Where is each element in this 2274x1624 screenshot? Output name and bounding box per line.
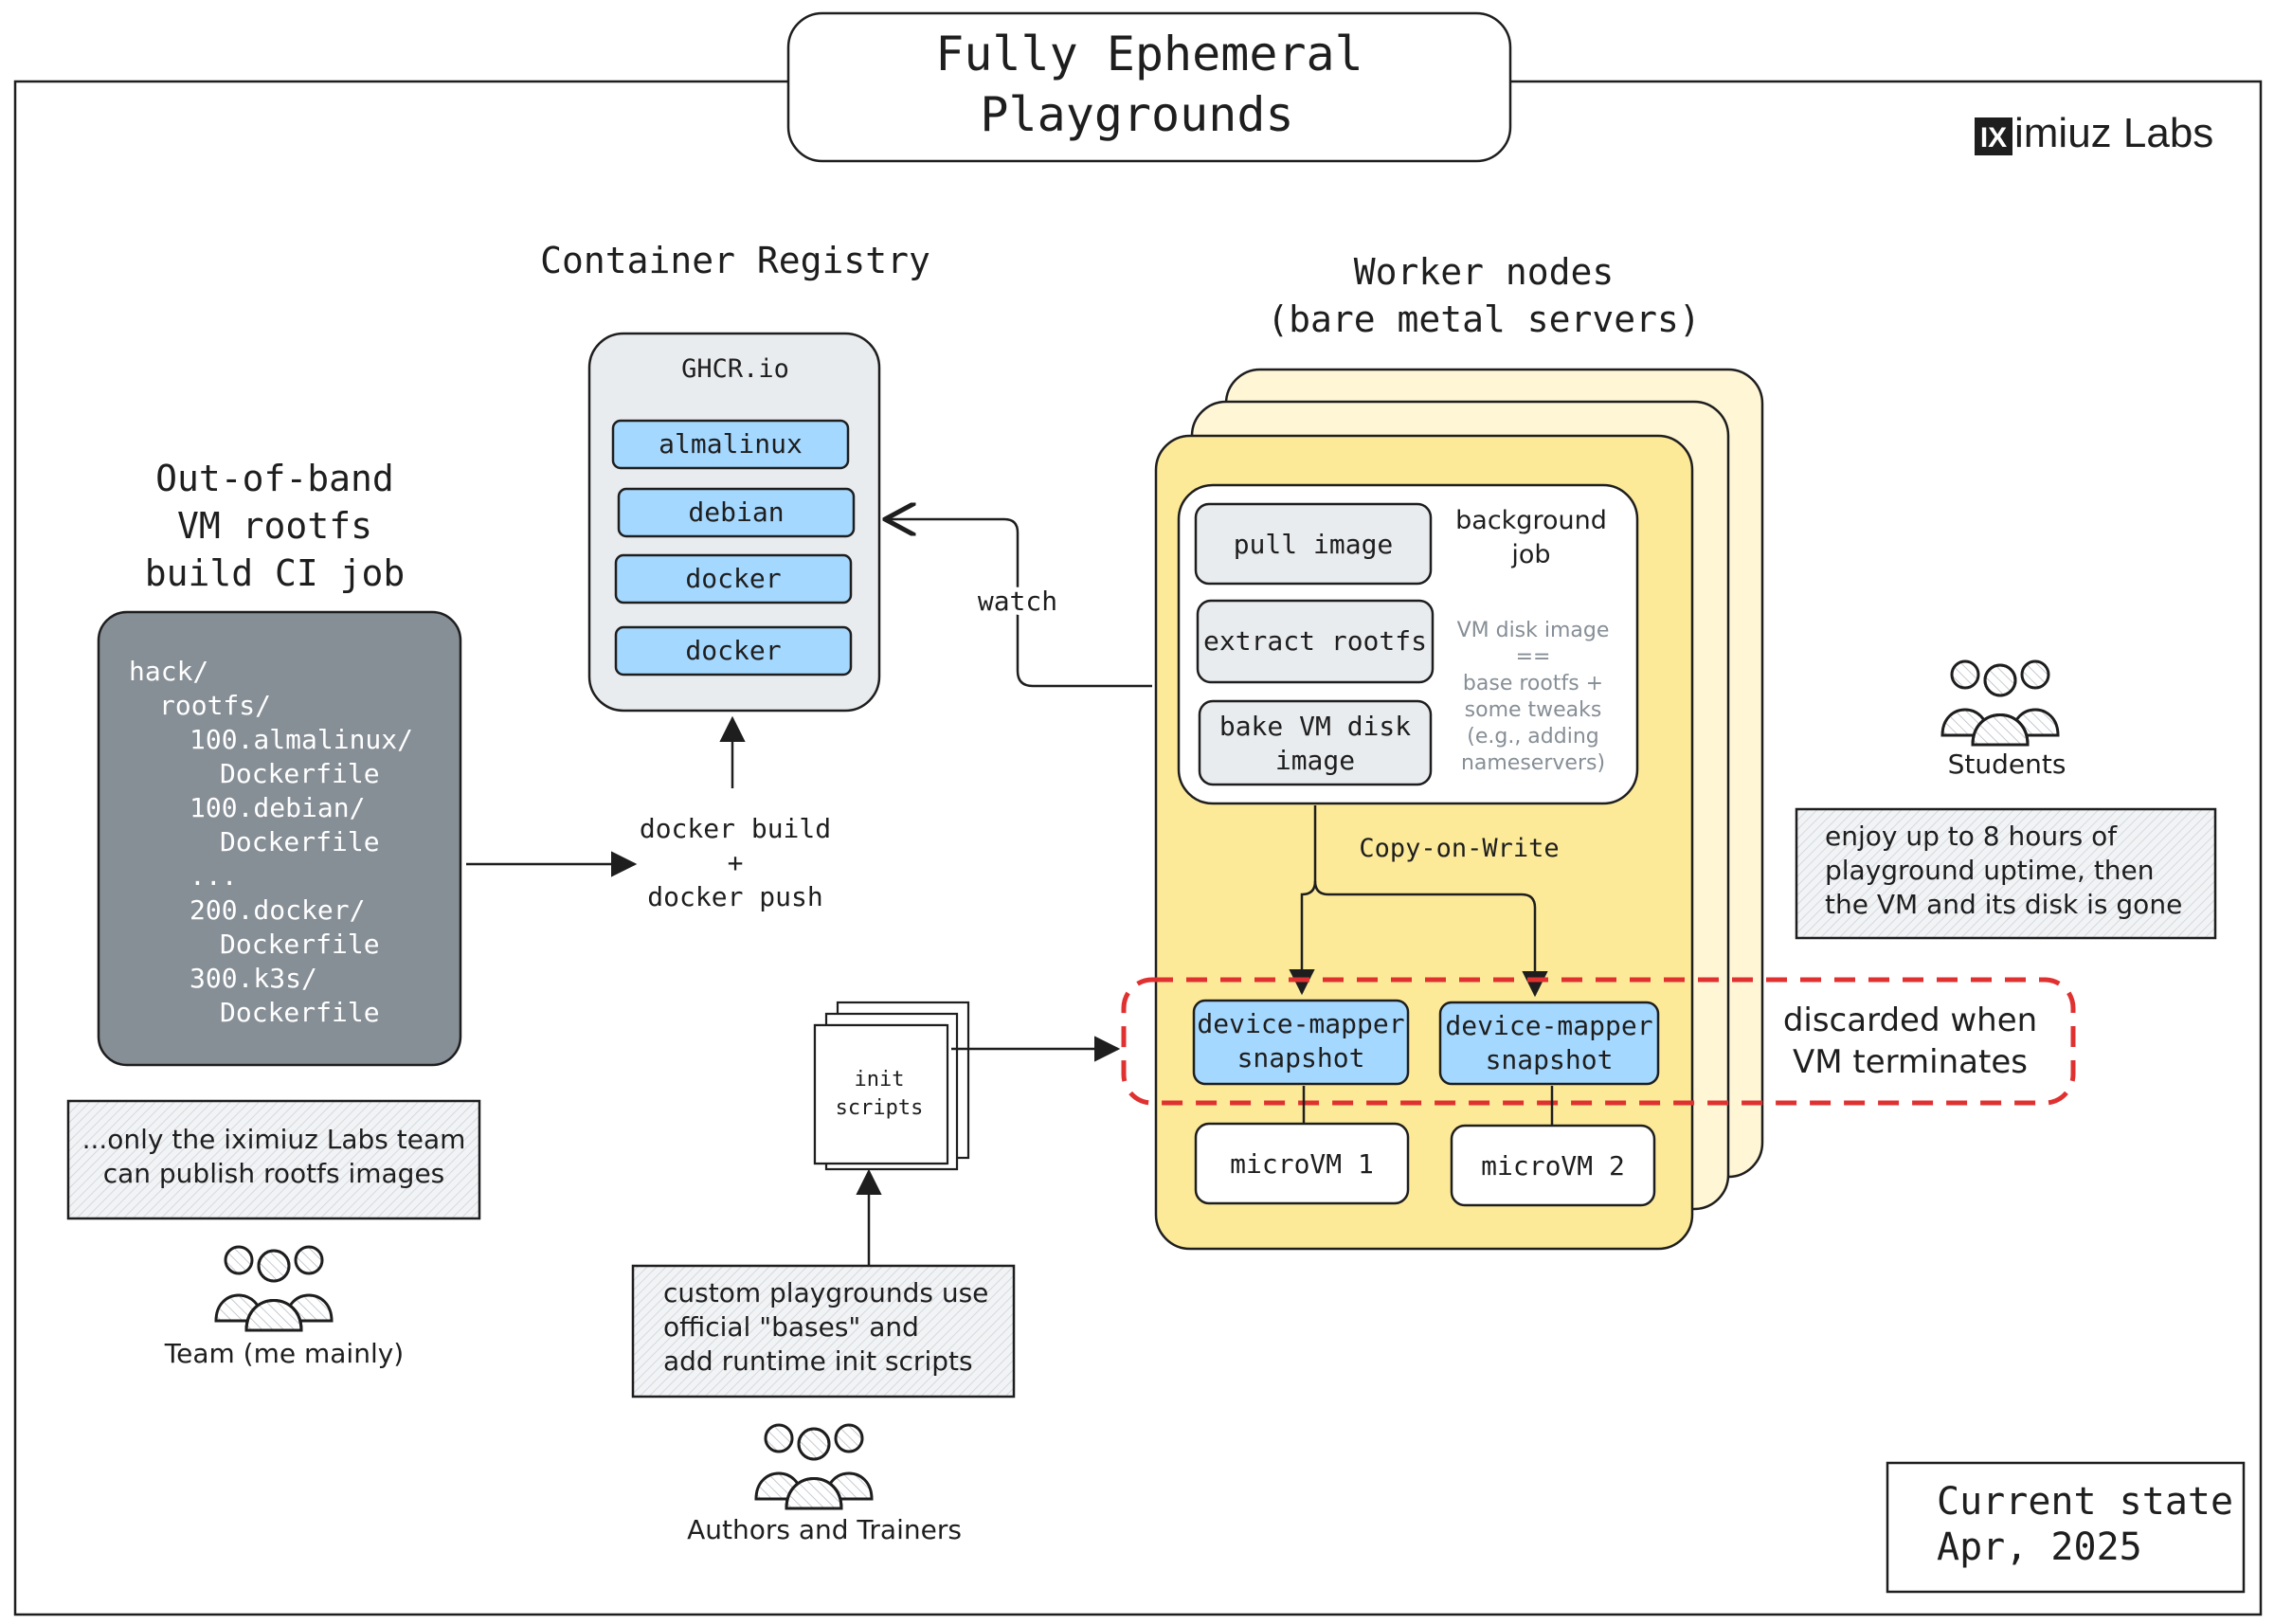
tree-line: Dockerfile (220, 997, 380, 1028)
ci-job-box (97, 610, 462, 1067)
tree-line: Dockerfile (220, 758, 380, 789)
state-label: Current state (1937, 1480, 2233, 1524)
svg-text:scripts: scripts (836, 1096, 924, 1120)
ci-heading-line3: build CI job (145, 552, 406, 594)
discard-label: discarded when (1783, 1001, 2037, 1039)
snapshot-box: device-mapper snapshot (1192, 999, 1410, 1086)
image-item: debian (617, 487, 856, 538)
image-item: almalinux (611, 419, 850, 470)
tree-line: ... (190, 860, 238, 892)
disk-image-note: VM disk image == base rootfs + some twea… (1457, 619, 1610, 775)
init-scripts-docs: init scripts (813, 1001, 970, 1171)
cow-arrow-2 (1313, 880, 1548, 998)
tree-line: 200.docker/ (190, 894, 365, 926)
brand-name: imiuz Labs (2014, 110, 2213, 156)
discard-label-line2: VM terminates (1793, 1043, 2028, 1081)
push-label: docker push (647, 881, 822, 912)
svg-text:pull image: pull image (1234, 529, 1394, 560)
tree-line: Dockerfile (220, 826, 380, 857)
tree-line: Dockerfile (220, 929, 380, 960)
registry-name: GHCR.io (681, 354, 789, 384)
svg-text:init: init (855, 1068, 905, 1092)
ci-heading-line2: VM rootfs (177, 505, 372, 547)
step-pull-image: pull image (1194, 502, 1433, 586)
step-extract-rootfs: extract rootfs (1196, 599, 1435, 684)
tree-line: 100.almalinux/ (190, 724, 413, 755)
image-item: docker (614, 625, 853, 677)
people-icon (754, 1423, 874, 1510)
svg-text:some tweaks: some tweaks (1465, 698, 1602, 722)
svg-text:docker: docker (685, 635, 781, 666)
students-note-line: enjoy up to 8 hours of (1825, 821, 2118, 852)
students-note (1795, 807, 2217, 940)
svg-text:microVM 2: microVM 2 (1481, 1150, 1625, 1182)
svg-text:device-mapper: device-mapper (1445, 1010, 1652, 1041)
page-title-line2: Playgrounds (980, 87, 1293, 142)
image-item: docker (614, 553, 853, 604)
authors-note-line: official "bases" and (663, 1311, 919, 1343)
background-job-label-line2: job (1510, 540, 1550, 569)
svg-text:device-mapper: device-mapper (1197, 1008, 1404, 1039)
students-note-line: the VM and its disk is gone (1825, 889, 2182, 920)
team-note (66, 1099, 481, 1220)
tree-line: 100.debian/ (190, 792, 365, 823)
tree-line: rootfs/ (159, 690, 271, 721)
page-title: Fully Ephemeral (935, 27, 1363, 81)
watch-connector (885, 519, 1152, 688)
ci-heading: Out-of-band (155, 458, 394, 499)
step-bake-disk: bake VM disk image (1198, 699, 1433, 786)
svg-text:snapshot: snapshot (1486, 1044, 1614, 1075)
svg-text:almalinux: almalinux (659, 428, 803, 460)
brand-logo: IX imiuz Labs (1975, 110, 2213, 156)
background-job-label: background (1455, 506, 1607, 535)
people-icon (1940, 659, 2060, 747)
discard-region (1121, 977, 2076, 1106)
tree-line: hack/ (129, 656, 208, 687)
team-label: Team (me mainly) (164, 1338, 404, 1369)
team-note-line: ...only the iximiuz Labs team (82, 1124, 466, 1155)
svg-text:base rootfs +: base rootfs + (1463, 672, 1603, 695)
svg-text:snapshot: snapshot (1237, 1042, 1365, 1074)
state-box (1886, 1461, 2246, 1594)
svg-text:docker: docker (685, 563, 781, 594)
copy-on-write-label: Copy-on-Write (1359, 834, 1559, 863)
svg-text:extract rootfs: extract rootfs (1203, 625, 1427, 657)
authors-note (631, 1264, 1016, 1398)
svg-text:==: == (1516, 645, 1551, 669)
authors-note-line: custom playgrounds use (663, 1277, 988, 1308)
svg-text:bake VM disk: bake VM disk (1219, 711, 1411, 742)
registry-heading: Container Registry (540, 240, 930, 281)
team-note-line: can publish rootfs images (103, 1158, 445, 1189)
microvm-box: microVM 1 (1194, 1122, 1410, 1205)
svg-text:microVM 1: microVM 1 (1230, 1148, 1374, 1180)
students-label: Students (1948, 749, 2066, 780)
watch-label: watch (978, 586, 1057, 617)
svg-text:image: image (1275, 745, 1355, 776)
title-box (786, 11, 1512, 163)
snapshot-box: device-mapper snapshot (1438, 1001, 1660, 1086)
build-label-plus: + (728, 847, 744, 878)
people-icon (214, 1245, 334, 1332)
svg-text:debian: debian (688, 496, 784, 528)
authors-label: Authors and Trainers (687, 1514, 962, 1545)
svg-text:(e.g., adding: (e.g., adding (1467, 725, 1599, 749)
tree-line: 300.k3s/ (190, 963, 317, 994)
authors-note-line: add runtime init scripts (663, 1345, 973, 1377)
svg-text:VM disk image: VM disk image (1457, 619, 1610, 642)
build-label: docker build (640, 813, 831, 844)
state-date: Apr, 2025 (1937, 1525, 2142, 1569)
students-note-line: playground uptime, then (1825, 855, 2155, 886)
microvm-box: microVM 2 (1450, 1124, 1656, 1207)
workers-heading: Worker nodes (1354, 251, 1615, 293)
workers-heading-line2: (bare metal servers) (1267, 298, 1701, 340)
svg-text:IX: IX (1980, 122, 2007, 153)
rootfs-tree: hack/ rootfs/ 100.almalinux/ Dockerfile … (129, 656, 413, 1028)
svg-text:nameservers): nameservers) (1461, 751, 1605, 775)
